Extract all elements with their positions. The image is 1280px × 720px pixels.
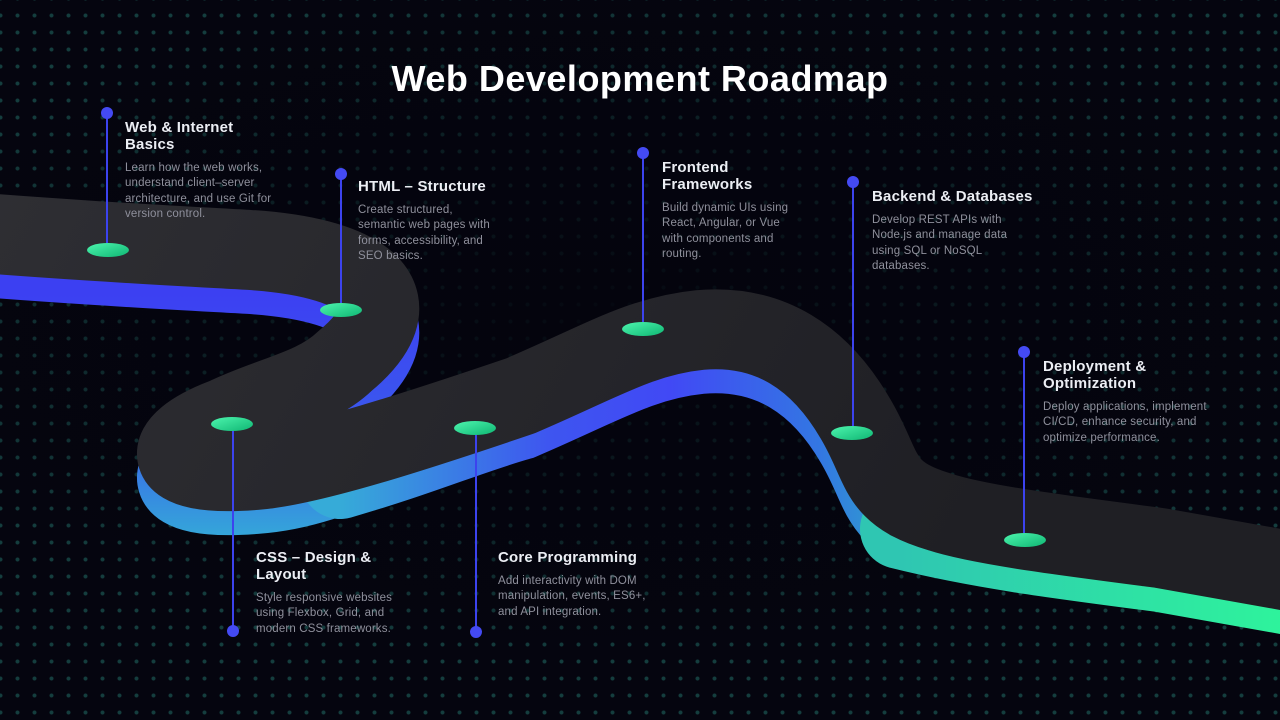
milestone-deployment-optimization: Deployment & Optimization Deploy applica… bbox=[1043, 358, 1221, 446]
milestone-title: Web & Internet Basics bbox=[125, 119, 234, 153]
milestone-title: Core Programming bbox=[498, 549, 638, 566]
road-markers bbox=[87, 243, 1046, 547]
milestone-description: Build dynamic UIs using React, Angular, … bbox=[662, 202, 789, 261]
connector-dot-html bbox=[335, 168, 347, 180]
road-marker-backend bbox=[831, 426, 873, 440]
connector-dot-web-basics bbox=[101, 107, 113, 119]
milestone-core-programming: Core Programming Add interactivity with … bbox=[498, 549, 663, 620]
milestone-title: HTML – Structure bbox=[358, 178, 486, 195]
slide-title: Web Development Roadmap bbox=[391, 58, 889, 99]
road-marker-frontend bbox=[622, 322, 664, 336]
road-marker-html bbox=[320, 303, 362, 317]
road-path bbox=[0, 194, 1280, 610]
milestone-web-internet-basics: Web & Internet Basics Learn how the web … bbox=[125, 119, 275, 223]
milestone-frontend-frameworks: Frontend Frameworks Build dynamic UIs us… bbox=[662, 159, 804, 263]
milestone-css-design-layout: CSS – Design & Layout Style responsive w… bbox=[256, 549, 416, 637]
connector-dot-deployment bbox=[1018, 346, 1030, 358]
milestone-description: Develop REST APIs with Node.js and manag… bbox=[872, 214, 1008, 273]
milestone-description: Add interactivity with DOM manipulation,… bbox=[498, 575, 646, 618]
connector-dot-frontend bbox=[637, 147, 649, 159]
connector-dots bbox=[101, 107, 1030, 638]
road-marker-core bbox=[454, 421, 496, 435]
road-marker-web-basics bbox=[87, 243, 129, 257]
milestone-title: CSS – Design & Layout bbox=[256, 549, 372, 583]
milestone-description: Learn how the web works, understand clie… bbox=[125, 162, 272, 221]
milestone-title: Deployment & Optimization bbox=[1043, 358, 1147, 392]
milestone-description: Style responsive websites using Flexbox,… bbox=[256, 592, 393, 635]
connector-dot-backend bbox=[847, 176, 859, 188]
connector-dot-css bbox=[227, 625, 239, 637]
road-marker-deployment bbox=[1004, 533, 1046, 547]
connector-lines bbox=[106, 113, 1025, 632]
milestone-description: Deploy applications, implement CI/CD, en… bbox=[1043, 401, 1207, 444]
road-marker-css bbox=[211, 417, 253, 431]
milestone-html-structure: HTML – Structure Create structured, sema… bbox=[358, 178, 494, 265]
milestone-backend-databases: Backend & Databases Develop REST APIs wi… bbox=[872, 188, 1034, 275]
connector-dot-core bbox=[470, 626, 482, 638]
milestone-title: Backend & Databases bbox=[872, 188, 1033, 205]
milestone-description: Create structured, semantic web pages wi… bbox=[358, 204, 490, 263]
milestone-title: Frontend Frameworks bbox=[662, 159, 753, 193]
